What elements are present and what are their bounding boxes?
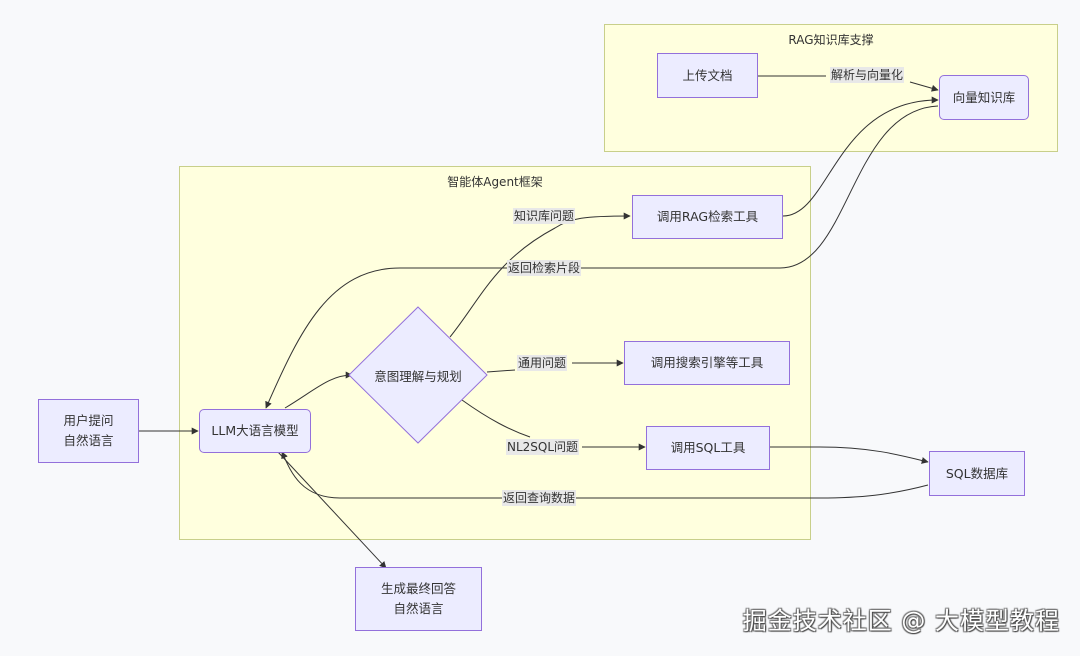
edge-label-nl2sql-question: NL2SQL问题	[506, 439, 580, 455]
upload-document-node[interactable]: 上传文档	[657, 53, 758, 98]
vector-knowledge-base-label: 向量知识库	[952, 89, 1016, 105]
edge-label-parse-vectorize: 解析与向量化	[830, 67, 905, 83]
search-tool-label: 调用搜索引擎等工具	[650, 355, 764, 370]
vector-knowledge-base-node[interactable]: 向量知识库	[939, 75, 1029, 120]
edge-label-kb-question: 知识库问题	[513, 208, 576, 224]
watermark: 掘金技术社区 @ 大模型教程	[742, 607, 1060, 635]
search-tool-node[interactable]: 调用搜索引擎等工具	[624, 341, 790, 385]
edge-sql-tool-to-db	[770, 446, 929, 464]
rag-tool-node[interactable]: 调用RAG检索工具	[632, 195, 783, 239]
edge-label-general-question: 通用问题	[517, 355, 568, 371]
edge-intent-to-search	[486, 363, 623, 373]
upload-document-label: 上传文档	[682, 67, 733, 83]
llm-node[interactable]: LLM大语言模型	[199, 409, 311, 453]
edge-label-return-query-data: 返回查询数据	[502, 490, 577, 506]
sql-database-node[interactable]: SQL数据库	[929, 451, 1025, 496]
final-answer-line1: 生成最终回答	[380, 581, 456, 596]
user-question-line2: 自然语言	[63, 433, 114, 448]
intent-diamond-shape	[348, 306, 488, 444]
edge-upload-to-vector	[757, 75, 938, 90]
sql-database-label: SQL数据库	[945, 465, 1009, 481]
cluster-rag-title: RAG知识库支撑	[788, 33, 874, 47]
user-question-node[interactable]: 用户提问 自然语言	[38, 399, 139, 463]
user-question-line1: 用户提问	[63, 413, 114, 428]
llm-label: LLM大语言模型	[211, 423, 299, 438]
edge-db-to-llm	[281, 451, 929, 499]
edge-vector-to-llm	[265, 105, 939, 409]
edge-intent-to-sql-tool	[461, 399, 645, 447]
edge-rag-tool-to-vector	[782, 96, 939, 217]
edge-llm-to-intent	[284, 371, 353, 409]
final-answer-node[interactable]: 生成最终回答 自然语言	[355, 567, 482, 631]
final-answer-line2: 自然语言	[393, 601, 444, 616]
edge-llm-to-final	[277, 451, 387, 569]
intent-planning-label[interactable]: 意图理解与规划	[374, 369, 462, 384]
sql-tool-node[interactable]: 调用SQL工具	[646, 426, 770, 470]
rag-tool-label: 调用RAG检索工具	[656, 209, 759, 224]
sql-tool-label: 调用SQL工具	[670, 440, 746, 455]
edge-intent-to-rag-tool	[449, 212, 631, 338]
cluster-agent-title: 智能体Agent框架	[447, 175, 543, 189]
edge-label-return-snippets: 返回检索片段	[507, 260, 582, 276]
